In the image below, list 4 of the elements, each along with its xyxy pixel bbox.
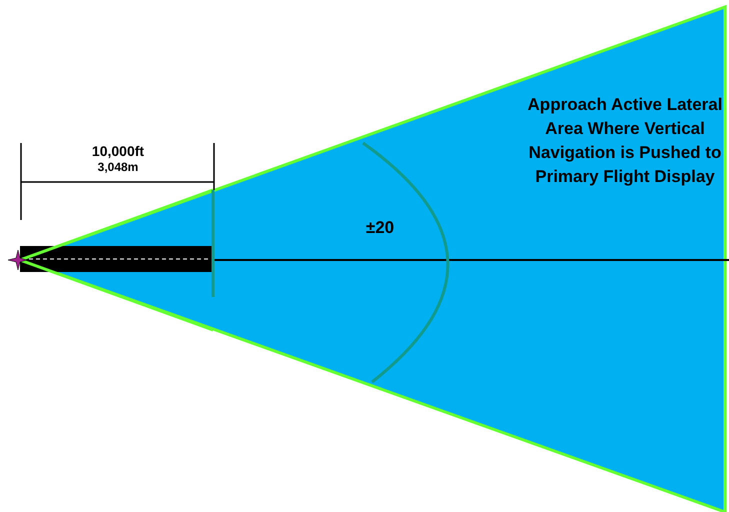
dimension-label: 3,048m [96,160,140,174]
area-description: Approach Active Lateral Area Where Vertical Navigation is Pushed to Primary Flight Display [526,94,724,188]
angle-label: ±20 [364,218,396,238]
dimension-label: 10,000ft [90,143,146,159]
